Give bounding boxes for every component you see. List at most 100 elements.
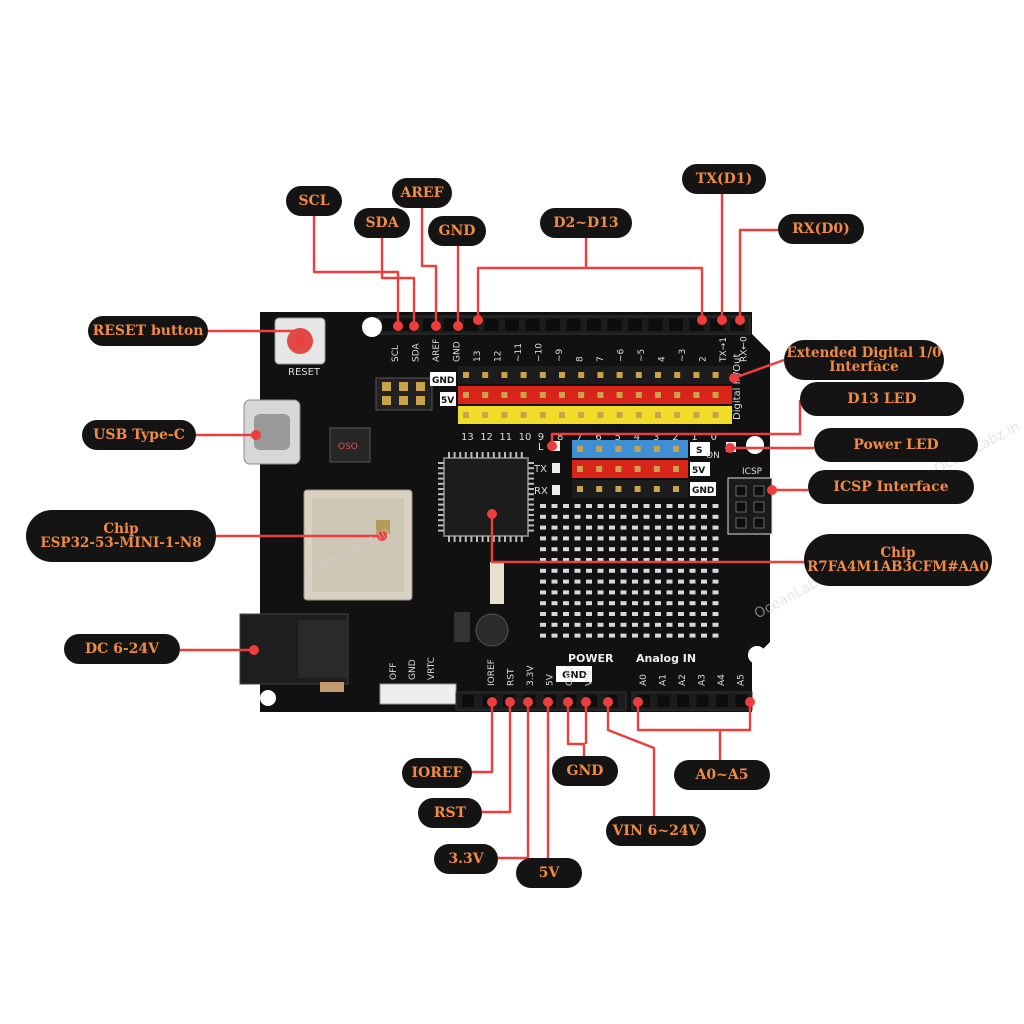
analog-header-pin (657, 695, 670, 707)
svg-text:GND: GND (432, 376, 454, 386)
mcu-pin (481, 536, 484, 542)
top-header-pin (546, 319, 560, 331)
matrix-led (540, 568, 546, 573)
icsp-pin (753, 517, 765, 529)
header-pin (616, 372, 623, 378)
power-switch (379, 683, 457, 705)
matrix-led (632, 568, 638, 573)
matrix-led (597, 622, 604, 627)
mcu-pin (515, 452, 518, 458)
mcu-pin (438, 488, 444, 490)
header-pin (482, 372, 489, 378)
header-pin (578, 392, 585, 398)
header-pin (597, 412, 604, 418)
callout-dot (543, 697, 553, 707)
top-pin-label: GND (453, 341, 463, 362)
matrix-led (678, 514, 684, 519)
header-pin (559, 392, 565, 398)
matrix-led (540, 536, 546, 541)
matrix-led (620, 579, 627, 584)
matrix-led (712, 579, 719, 584)
mcu-pin (528, 462, 534, 464)
matrix-led (701, 504, 707, 508)
matrix-led (586, 590, 592, 595)
callout-dot (431, 321, 441, 331)
header-pin (596, 466, 603, 472)
matrix-led (712, 633, 719, 638)
matrix-led (701, 579, 707, 584)
power-pin-label: GND (565, 665, 575, 686)
mcu-pin (528, 503, 534, 506)
matrix-led (609, 504, 615, 508)
icsp-pin (753, 501, 765, 513)
matrix-led (620, 568, 627, 573)
header-pin (712, 372, 719, 378)
matrix-led (655, 622, 661, 627)
top-pin-label: 2 (699, 356, 709, 362)
header-pin (615, 486, 622, 492)
switch-label: VRTC (427, 657, 437, 680)
matrix-led (666, 558, 673, 562)
top-pin-label: ~11 (514, 343, 524, 362)
callout-dot (473, 315, 483, 325)
mcu-pin (504, 452, 506, 458)
matrix-led (655, 558, 661, 562)
matrix-led (551, 525, 558, 530)
svg-text:TX: TX (533, 464, 547, 475)
matrix-led (586, 558, 592, 562)
matrix-led (551, 558, 558, 562)
matrix-led (597, 579, 604, 584)
matrix-led (712, 622, 719, 627)
matrix-led (689, 525, 696, 530)
matrix-led (597, 612, 604, 616)
header-pin (520, 392, 527, 398)
matrix-led (712, 612, 719, 616)
matrix-led (574, 601, 581, 606)
matrix-led (643, 547, 650, 552)
mcu-pin (509, 452, 512, 458)
mcu-pin (528, 493, 534, 496)
top-pin-label: 12 (494, 351, 504, 362)
matrix-led (678, 601, 684, 606)
matrix-led (655, 601, 661, 606)
matrix-led (678, 504, 684, 508)
header-pin (673, 486, 679, 492)
matrix-led (701, 525, 707, 530)
mcu-pin (459, 452, 462, 458)
matrix-led (574, 590, 581, 595)
matrix-led (689, 601, 696, 606)
label-chip-esp-line1: Chip (103, 520, 139, 537)
header-pin (501, 392, 508, 398)
digital-pin-number: 6 (595, 432, 601, 443)
matrix-led (678, 579, 684, 584)
matrix-led (666, 547, 673, 552)
matrix-led (701, 601, 707, 606)
matrix-led (689, 612, 696, 616)
label-a0-a5: A0~A5 (674, 760, 770, 790)
analog-header-pin (677, 695, 689, 707)
matrix-led (689, 547, 696, 552)
mcu-pin (453, 452, 456, 458)
matrix-led (701, 558, 707, 562)
rst-callout (482, 702, 512, 814)
matrix-led (574, 558, 581, 562)
header-pin (416, 396, 425, 405)
label-chip-esp: Chip ESP32-53-MINI-1-N8 (26, 510, 216, 562)
matrix-led (586, 633, 592, 638)
label-vin: VIN 6~24V (606, 816, 706, 846)
power-pin-label: RST (507, 668, 517, 686)
mcu-pin (515, 536, 518, 542)
label-extended-digital: Extended Digital 1/0 Interface (784, 340, 944, 380)
matrix-led (701, 612, 707, 616)
header-pin (674, 412, 681, 418)
top-pin-label: ~5 (637, 349, 647, 362)
header-pin (693, 392, 700, 398)
label-rst: RST (418, 798, 482, 828)
matrix-led (678, 568, 684, 573)
matrix-led (655, 547, 661, 552)
header-pin (416, 382, 425, 391)
header-pin (634, 486, 641, 492)
aref-callout (420, 208, 438, 326)
matrix-led (632, 514, 638, 519)
matrix-led (586, 622, 592, 627)
